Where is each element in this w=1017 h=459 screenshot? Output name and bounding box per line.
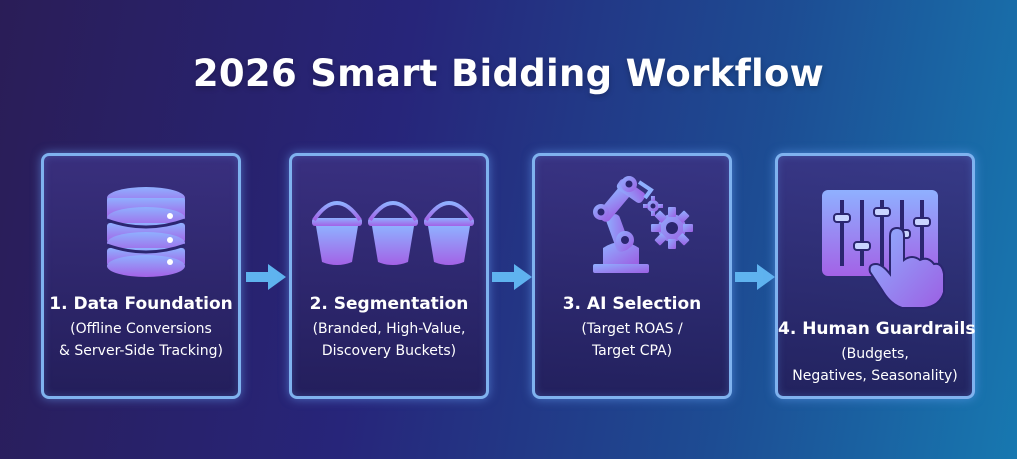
step-title: 3. AI Selection: [562, 294, 702, 314]
step-subtitle-line: (Target ROAS /: [581, 321, 683, 337]
step-subtitle-line: Target CPA): [591, 343, 673, 359]
step-subtitle-line: Negatives, Seasonality): [792, 368, 958, 384]
buckets-icon: [312, 201, 474, 265]
diagram-title: 2026 Smart Bidding Workflow: [192, 52, 825, 95]
arrow-right-icon: [735, 264, 775, 290]
step-card-segmentation: 2. Segmentation (Branded, High-Value, Di…: [289, 153, 489, 399]
step-card-ai-selection: 3. AI Selection (Target ROAS / Target CP…: [532, 153, 732, 399]
step-title: 2. Segmentation: [309, 294, 469, 314]
step-subtitle-line: (Branded, High-Value,: [312, 321, 466, 337]
step-card-data-foundation: 1. Data Foundation (Offline Conversions …: [41, 153, 241, 399]
step-subtitle-line: Discovery Buckets): [321, 343, 457, 359]
step-subtitle-line: & Server-Side Tracking): [59, 343, 223, 359]
step-card-human-guardrails: 4. Human Guardrails (Budgets, Negatives,…: [775, 153, 975, 399]
database-icon: [106, 187, 186, 277]
robot-arm-icon: [593, 176, 693, 273]
arrow-right-icon: [246, 264, 286, 290]
hand-sliders-icon: [822, 190, 945, 309]
arrow-right-icon: [492, 264, 532, 290]
step-subtitle-line: (Offline Conversions: [70, 321, 212, 337]
step-subtitle-line: (Budgets,: [841, 346, 909, 362]
step-title: 4. Human Guardrails: [778, 319, 976, 339]
step-title: 1. Data Foundation: [49, 294, 233, 314]
